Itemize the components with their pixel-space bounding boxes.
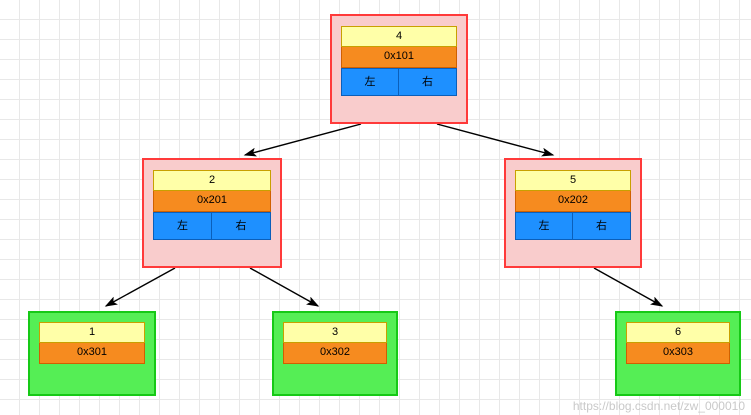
node-key-cell: 5 [515,170,631,191]
edge-n2-to-n1 [104,267,176,307]
node-address-cell: 0x303 [626,343,730,364]
node-left-pointer-cell[interactable]: 左 [153,212,212,240]
node-address-cell: 0x202 [515,191,631,212]
node-right-pointer-cell[interactable]: 右 [212,212,271,240]
node-address-cell: 0x101 [341,47,457,68]
node-key-cell: 3 [283,322,387,343]
edge-root-to-n5 [436,123,555,157]
node-right-pointer-cell[interactable]: 右 [573,212,631,240]
node-key-cell: 2 [153,170,271,191]
edge-n5-to-n6 [593,267,664,307]
node-children-row: 左右 [515,212,631,240]
node-children-row: 左右 [153,212,271,240]
node-address-cell: 0x301 [39,343,145,364]
node-key-cell: 6 [626,322,730,343]
node-left-pointer-cell[interactable]: 左 [341,68,399,96]
node-address-cell: 0x302 [283,343,387,364]
node-children-row: 左右 [341,68,457,96]
edge-root-to-n2 [243,123,362,157]
watermark-text: https://blog.csdn.net/zw_000010 [572,399,745,413]
node-left-pointer-cell[interactable]: 左 [515,212,573,240]
node-key-cell: 4 [341,26,457,47]
node-right-pointer-cell[interactable]: 右 [399,68,457,96]
node-address-cell: 0x201 [153,191,271,212]
edge-n2-to-n3 [249,267,320,307]
node-key-cell: 1 [39,322,145,343]
